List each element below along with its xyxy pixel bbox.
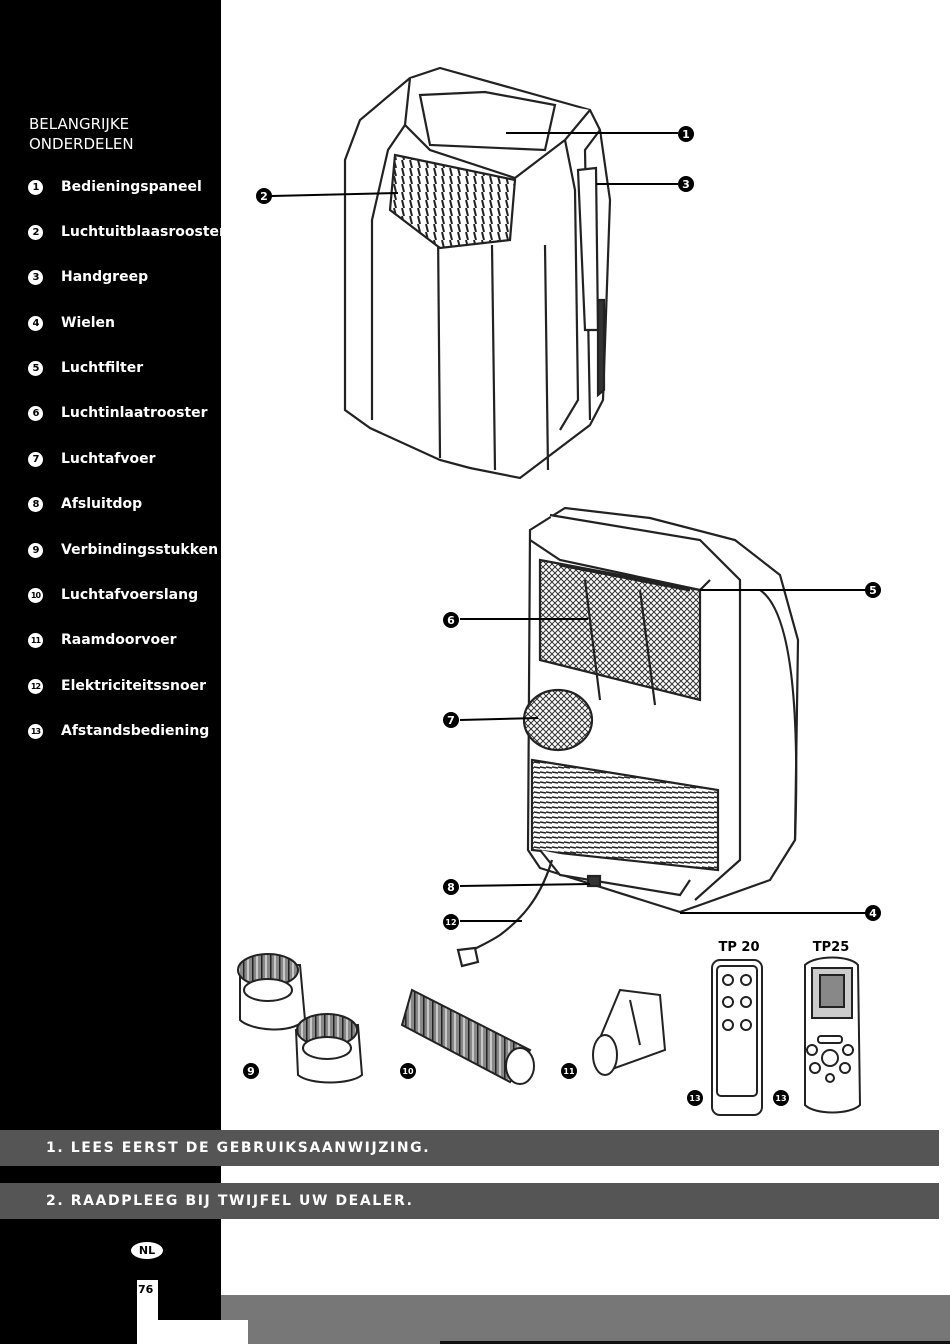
- instruction-line-2: 2. RAADPLEEG BIJ TWIJFEL UW DEALER.: [46, 1193, 414, 1209]
- callout-12-label: 12: [445, 918, 456, 927]
- part-label: Luchtafvoer: [61, 451, 156, 467]
- sidebar: BELANGRIJKE ONDERDELEN 1 Bedieningspaneel…: [0, 0, 226, 1344]
- part-number: 3: [28, 269, 43, 285]
- callout-9: 9: [243, 1063, 259, 1079]
- callout-8-label: 8: [447, 881, 455, 894]
- part-number: 9: [28, 542, 43, 558]
- callout-4-label: 4: [869, 907, 877, 920]
- front-unit-drawing: [343, 66, 612, 480]
- callout-2: 2: [256, 188, 272, 204]
- language-badge: NL: [131, 1242, 163, 1259]
- section-title-line1: BELANGRIJKE: [29, 115, 130, 133]
- hose-drawing: [400, 988, 535, 1085]
- callout-1-label: 1: [682, 128, 690, 141]
- part-item: 1 Bedieningspaneel: [28, 177, 202, 197]
- part-label: Afsluitdop: [61, 496, 143, 512]
- part-number: 11: [28, 632, 43, 648]
- part-number: 12: [28, 678, 43, 694]
- callout-11-label: 11: [563, 1067, 575, 1076]
- part-number: 1: [28, 179, 43, 195]
- callout-1: 1: [678, 126, 694, 142]
- part-item: 11 Raamdoorvoer: [28, 630, 177, 650]
- callout-5-label: 5: [869, 584, 877, 597]
- callout-10-label: 10: [402, 1067, 414, 1076]
- callout-5: 5: [865, 582, 881, 598]
- part-label: Elektriciteitssnoer: [61, 678, 206, 694]
- callout-4: 4: [865, 905, 881, 921]
- remote-tp20-label: TP 20: [718, 940, 759, 955]
- callout-11: 11: [561, 1063, 577, 1079]
- section-title-line2: ONDERDELEN: [29, 135, 134, 153]
- part-number: 6: [28, 405, 43, 421]
- part-item: 9 Verbindingsstukken: [28, 540, 218, 560]
- callout-8: 8: [443, 879, 459, 895]
- callout-9-label: 9: [247, 1065, 255, 1078]
- callout-13-tp25-label: 13: [775, 1094, 786, 1103]
- instruction-band-2: 2. RAADPLEEG BIJ TWIJFEL UW DEALER.: [0, 1183, 939, 1219]
- part-label: Verbindingsstukken: [61, 542, 219, 558]
- remote-tp20-drawing: [711, 959, 763, 1116]
- part-number: 8: [28, 496, 43, 512]
- part-item: 5 Luchtfilter: [28, 358, 143, 378]
- page-number: 76: [138, 1283, 154, 1296]
- callout-2-label: 2: [260, 190, 268, 203]
- part-item: 13 Afstandsbediening: [28, 721, 209, 741]
- part-item: 12 Elektriciteitssnoer: [28, 676, 206, 696]
- part-number: 5: [28, 360, 43, 376]
- part-item: 7 Luchtafvoer: [28, 449, 156, 469]
- window-adapter-drawing: [592, 988, 667, 1076]
- instruction-line-1: 1. LEES EERST DE GEBRUIKSAANWIJZING.: [46, 1140, 431, 1156]
- callout-13-tp20-label: 13: [689, 1094, 700, 1103]
- part-number: 2: [28, 224, 43, 240]
- callout-12: 12: [443, 914, 459, 930]
- section-title: BELANGRIJKE ONDERDELEN: [29, 114, 134, 154]
- part-label: Handgreep: [61, 269, 149, 285]
- part-item: 3 Handgreep: [28, 267, 148, 287]
- remote-tp25-label: TP25: [813, 940, 850, 955]
- footer-white-tab: [137, 1320, 248, 1344]
- part-number: 13: [28, 723, 43, 739]
- part-label: Afstandsbediening: [61, 723, 210, 739]
- part-item: 6 Luchtinlaatrooster: [28, 403, 208, 423]
- part-item: 4 Wielen: [28, 313, 115, 333]
- part-label: Raamdoorvoer: [61, 632, 177, 648]
- back-unit-drawing: [456, 506, 800, 968]
- callout-6: 6: [443, 612, 459, 628]
- part-number: 4: [28, 315, 43, 331]
- part-label: Luchtfilter: [61, 360, 144, 376]
- callout-3: 3: [678, 176, 694, 192]
- footer-rule: [440, 1341, 950, 1344]
- callout-13-tp20: 13: [687, 1090, 703, 1106]
- part-label: Bedieningspaneel: [61, 179, 202, 195]
- part-item: 10 Luchtafvoerslang: [28, 585, 198, 605]
- part-label: Wielen: [61, 315, 115, 331]
- connectors-drawing: [237, 953, 364, 1084]
- part-label: Luchtinlaatrooster: [61, 405, 208, 421]
- callout-13-tp25: 13: [773, 1090, 789, 1106]
- parts-illustration: 1 2 3 5 6 7 8 12 4 9 10 11 13 13 TP 20 T…: [237, 66, 881, 1116]
- callout-leader-lines: [271, 132, 866, 922]
- callout-3-label: 3: [682, 178, 690, 191]
- part-label: Luchtuitblaasrooster: [61, 224, 226, 240]
- part-number: 10: [28, 587, 43, 603]
- instruction-band-1: 1. LEES EERST DE GEBRUIKSAANWIJZING.: [0, 1130, 939, 1166]
- part-label: Luchtafvoerslang: [61, 587, 199, 603]
- part-item: 2 Luchtuitblaasrooster: [28, 222, 226, 242]
- callout-7: 7: [443, 712, 459, 728]
- footer-gray-bar: [221, 1295, 950, 1344]
- remote-tp25-drawing: [804, 956, 862, 1114]
- callout-7-label: 7: [447, 714, 455, 727]
- part-number: 7: [28, 451, 43, 467]
- callout-10: 10: [400, 1063, 416, 1079]
- callout-6-label: 6: [447, 614, 455, 627]
- part-item: 8 Afsluitdop: [28, 494, 142, 514]
